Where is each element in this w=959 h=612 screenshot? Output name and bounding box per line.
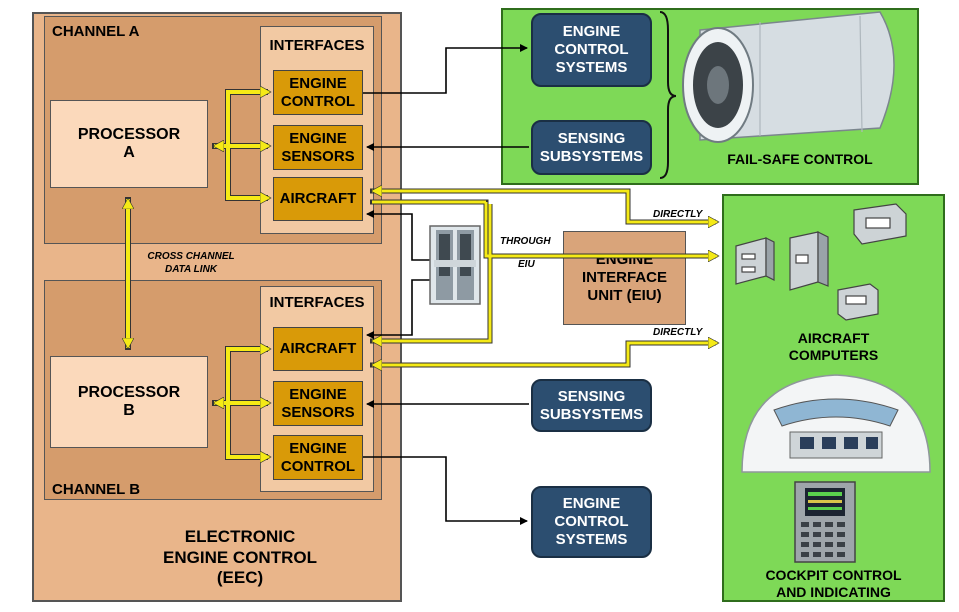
bus-channel-a-fill: [214, 92, 270, 198]
processor-b-label: PROCESSOR B: [77, 384, 181, 420]
bus-channel-b-fill: [214, 349, 270, 457]
sensing-subsystems-bottom: SENSING SUBSYSTEMS: [531, 379, 652, 432]
eiu-link-label: EIU: [518, 259, 535, 270]
engine-control-systems-top: ENGINE CONTROL SYSTEMS: [531, 13, 652, 87]
jet-engine-icon: [682, 11, 895, 143]
processor-a-label: PROCESSOR A: [77, 126, 181, 162]
computer-box-icon: [735, 203, 907, 321]
eec-title: ELECTRONIC ENGINE CONTROL (EEC): [163, 527, 317, 588]
aircraft-links: [372, 191, 718, 365]
interfaces-label-b: INTERFACES: [269, 294, 365, 311]
throttle-lever-icon: [429, 225, 481, 305]
brace: [659, 11, 677, 179]
fail-safe-label: FAIL-SAFE CONTROL: [727, 151, 873, 167]
aircraft-computers-label: AIRCRAFT COMPUTERS: [788, 330, 879, 363]
cockpit-icon: [741, 374, 931, 473]
engine-control-box-b: ENGINE CONTROL: [273, 435, 363, 480]
channel-a-label: CHANNEL A: [52, 23, 140, 40]
channel-b-label: CHANNEL B: [52, 481, 141, 498]
through-label: THROUGH: [500, 236, 551, 247]
cross-channel-label: CROSS CHANNEL DATA LINK: [147, 251, 235, 275]
directly-bottom-label: DIRECTLY: [653, 327, 703, 338]
eiu-box: ENGINE INTERFACE UNIT (EIU): [563, 231, 686, 325]
cockpit-label: COCKPIT CONTROL AND INDICATING: [765, 567, 902, 600]
interfaces-label-a: INTERFACES: [269, 37, 365, 54]
aircraft-box-a: AIRCRAFT: [273, 177, 363, 221]
engine-sensors-box-a: ENGINE SENSORS: [273, 125, 363, 170]
engine-control-box-a: ENGINE CONTROL: [273, 70, 363, 115]
engine-sensors-box-b: ENGINE SENSORS: [273, 381, 363, 426]
aircraft-box-b: AIRCRAFT: [273, 327, 363, 371]
black-connectors: [363, 44, 529, 525]
control-panel-icon: [794, 481, 856, 563]
engine-control-systems-bottom: ENGINE CONTROL SYSTEMS: [531, 486, 652, 558]
sensing-subsystems-top: SENSING SUBSYSTEMS: [531, 120, 652, 175]
